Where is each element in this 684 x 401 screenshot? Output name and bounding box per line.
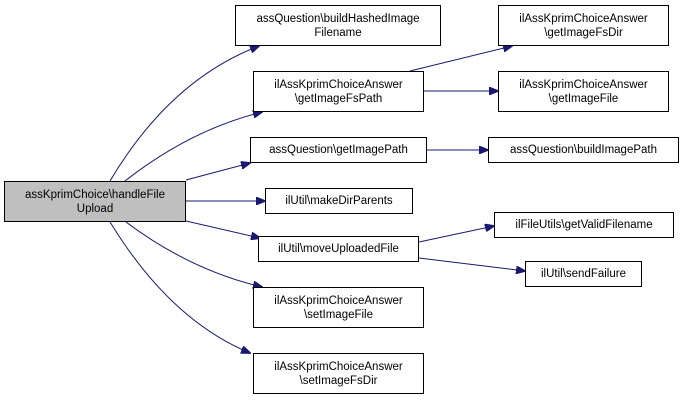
- node-label-line: \setImageFsDir: [299, 374, 378, 387]
- node-label-line: Filename: [314, 26, 362, 39]
- node-getImagePath[interactable]: assQuestion\getImagePath: [250, 137, 427, 163]
- node-moveUploaded[interactable]: ilUtil\moveUploadedFile: [258, 236, 419, 262]
- node-label-line: \getImageFsDir: [544, 26, 623, 39]
- node-label-line: assQuestion\getImagePath: [269, 144, 408, 156]
- edge-moveUploaded-to-sendFailure: [418, 257, 525, 271]
- node-label-line: ilAssKprimChoiceAnswer: [274, 294, 403, 307]
- node-label-line: ilUtil\moveUploadedFile: [278, 243, 399, 255]
- node-sendFailure[interactable]: ilUtil\sendFailure: [525, 261, 642, 287]
- node-setImageFile[interactable]: ilAssKprimChoiceAnswer\setImageFile: [253, 287, 424, 328]
- node-label-line: ilAssKprimChoiceAnswer: [274, 78, 403, 91]
- node-label-line: ilFileUtils\getValidFilename: [515, 219, 653, 231]
- node-makeDir[interactable]: ilUtil\makeDirParents: [265, 188, 413, 214]
- node-label-line: ilAssKprimChoiceAnswer: [519, 78, 648, 91]
- node-label-line: \getImageFsPath: [294, 92, 383, 105]
- edge-root-to-getImagePath: [185, 163, 250, 181]
- node-getFsPath[interactable]: ilAssKprimChoiceAnswer\getImageFsPath: [253, 71, 424, 112]
- node-label-line: ilAssKprimChoiceAnswer: [274, 360, 403, 373]
- node-label-line: ilAssKprimChoiceAnswer: [519, 12, 648, 25]
- node-label-line: \getImageFile: [548, 92, 619, 105]
- edge-root-to-moveUploaded: [185, 220, 260, 238]
- node-setImageFsDir[interactable]: ilAssKprimChoiceAnswer\setImageFsDir: [253, 353, 424, 394]
- node-buildImagePath[interactable]: assQuestion\buildImagePath: [488, 137, 679, 163]
- node-label-line: assQuestion\buildImagePath: [509, 144, 658, 156]
- node-label-line: assKprimChoice\handleFile: [25, 188, 165, 201]
- edge-root-to-getFsPath: [124, 112, 262, 182]
- edge-moveUploaded-to-getValidFilename: [418, 226, 494, 243]
- node-getValidFilename[interactable]: ilFileUtils\getValidFilename: [494, 212, 674, 238]
- edge-getFsPath-to-getFsDir: [409, 46, 512, 72]
- node-label-line: ilUtil\makeDirParents: [285, 195, 393, 207]
- node-getFsDir[interactable]: ilAssKprimChoiceAnswer\getImageFsDir: [498, 5, 669, 46]
- node-label-line: Upload: [76, 202, 114, 215]
- edge-root-to-buildHashed: [109, 46, 259, 182]
- edge-root-to-setImageFsDir: [109, 221, 250, 353]
- edge-root-to-setImageFile: [125, 221, 262, 287]
- node-label-line: ilUtil\sendFailure: [540, 268, 626, 280]
- node-label-line: \setImageFile: [303, 308, 374, 321]
- node-label-line: assQuestion\buildHashedImage: [256, 12, 420, 25]
- node-getImageFile[interactable]: ilAssKprimChoiceAnswer\getImageFile: [498, 71, 669, 112]
